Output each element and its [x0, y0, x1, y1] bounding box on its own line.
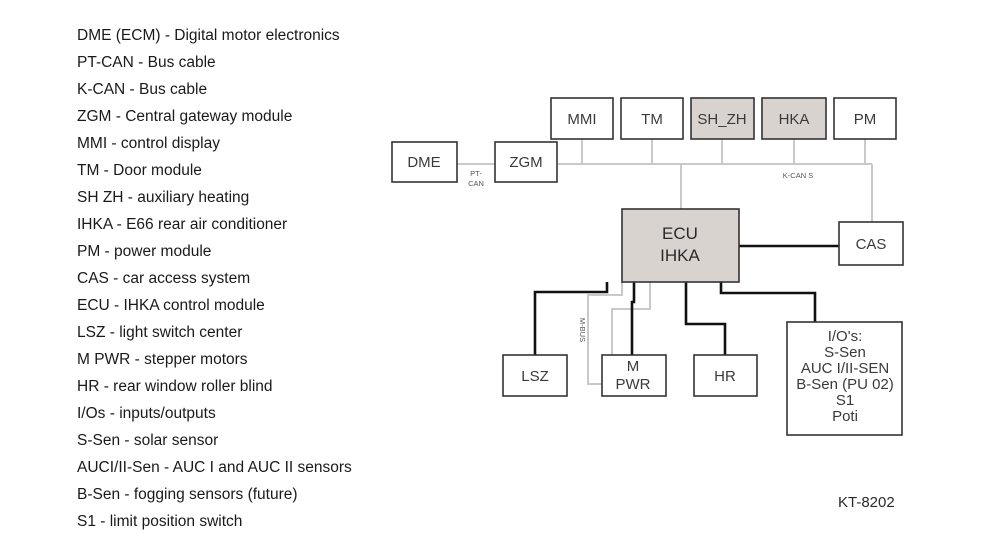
module-ecu-ihka: ECU IHKA: [621, 208, 740, 283]
legend-item: K-CAN - Bus cable: [77, 81, 208, 98]
module-hr: HR: [693, 354, 758, 397]
legend-item: IHKA - E66 rear air conditioner: [77, 216, 288, 233]
figure-id: KT-8202: [838, 494, 895, 511]
pt-can-label: PT-: [470, 169, 482, 178]
module-dme: DME: [391, 141, 458, 183]
module-label: CAS: [856, 236, 887, 253]
module-cas: CAS: [838, 221, 904, 266]
module-label: TM: [641, 111, 663, 128]
legend-item: HR - rear window roller blind: [77, 378, 273, 395]
module-label: PM: [854, 111, 877, 128]
module-sh-zh: SH_ZH: [690, 97, 755, 140]
legend-item: DME (ECM) - Digital motor electronics: [77, 27, 340, 44]
io-line: Poti: [832, 408, 858, 425]
module-mmi: MMI: [550, 97, 614, 140]
io-line: AUC I/II-SEN: [801, 360, 889, 377]
module-tm: TM: [620, 97, 684, 140]
module-label: SH_ZH: [697, 111, 746, 128]
io-line: B-Sen (PU 02): [796, 376, 894, 393]
module-m-pwr: M PWR: [601, 354, 667, 397]
legend-item: PM - power module: [77, 243, 212, 260]
k-can-s-label: K-CAN S: [783, 171, 813, 180]
module-label: HR: [714, 368, 736, 385]
legend-item: CAS - car access system: [77, 270, 251, 287]
legend-item: MMI - control display: [77, 135, 220, 152]
legend-item: AUCI/II-Sen - AUC I and AUC II sensors: [77, 459, 352, 476]
module-lsz: LSZ: [502, 354, 568, 397]
module-label: M: [627, 358, 640, 375]
io-line: S1: [836, 392, 854, 409]
ihka-bus-diagram: MMI TM SH_ZH HKA PM DME ZGM PT- CAN K-CA…: [391, 97, 904, 436]
k-can-s-bus: [558, 139, 873, 222]
abbreviation-legend: DME (ECM) - Digital motor electronics PT…: [77, 26, 352, 539]
module-zgm: ZGM: [494, 141, 558, 183]
module-label: ZGM: [509, 154, 542, 171]
m-bus-label: M-BUS: [578, 318, 587, 342]
legend-item: LSZ - light switch center: [77, 324, 243, 341]
legend-item: PT-CAN - Bus cable: [77, 54, 216, 71]
legend-item: TM - Door module: [77, 162, 202, 179]
io-line: I/O's:: [828, 328, 863, 345]
module-label: HKA: [779, 111, 810, 128]
module-label: ECU: [662, 224, 698, 243]
module-label: PWR: [616, 376, 651, 393]
legend-item: I/Os - inputs/outputs: [77, 405, 216, 422]
module-label: DME: [407, 154, 440, 171]
module-hka: HKA: [761, 97, 827, 140]
pt-can-label: CAN: [468, 179, 484, 188]
module-pm: PM: [833, 97, 897, 140]
legend-item: S-Sen - solar sensor: [77, 432, 219, 449]
io-line: S-Sen: [824, 344, 866, 361]
module-label: LSZ: [521, 368, 549, 385]
legend-item: M PWR - stepper motors: [77, 351, 248, 368]
legend-item: B-Sen - fogging sensors (future): [77, 486, 298, 503]
legend-item: ZGM - Central gateway module: [77, 108, 293, 125]
legend-item: SH ZH - auxiliary heating: [77, 189, 250, 206]
module-ios: I/O's: S-Sen AUC I/II-SEN B-Sen (PU 02) …: [786, 321, 903, 436]
module-label: IHKA: [660, 246, 700, 265]
module-label: MMI: [567, 111, 596, 128]
legend-item: ECU - IHKA control module: [77, 297, 265, 314]
control-wires: [533, 244, 839, 355]
